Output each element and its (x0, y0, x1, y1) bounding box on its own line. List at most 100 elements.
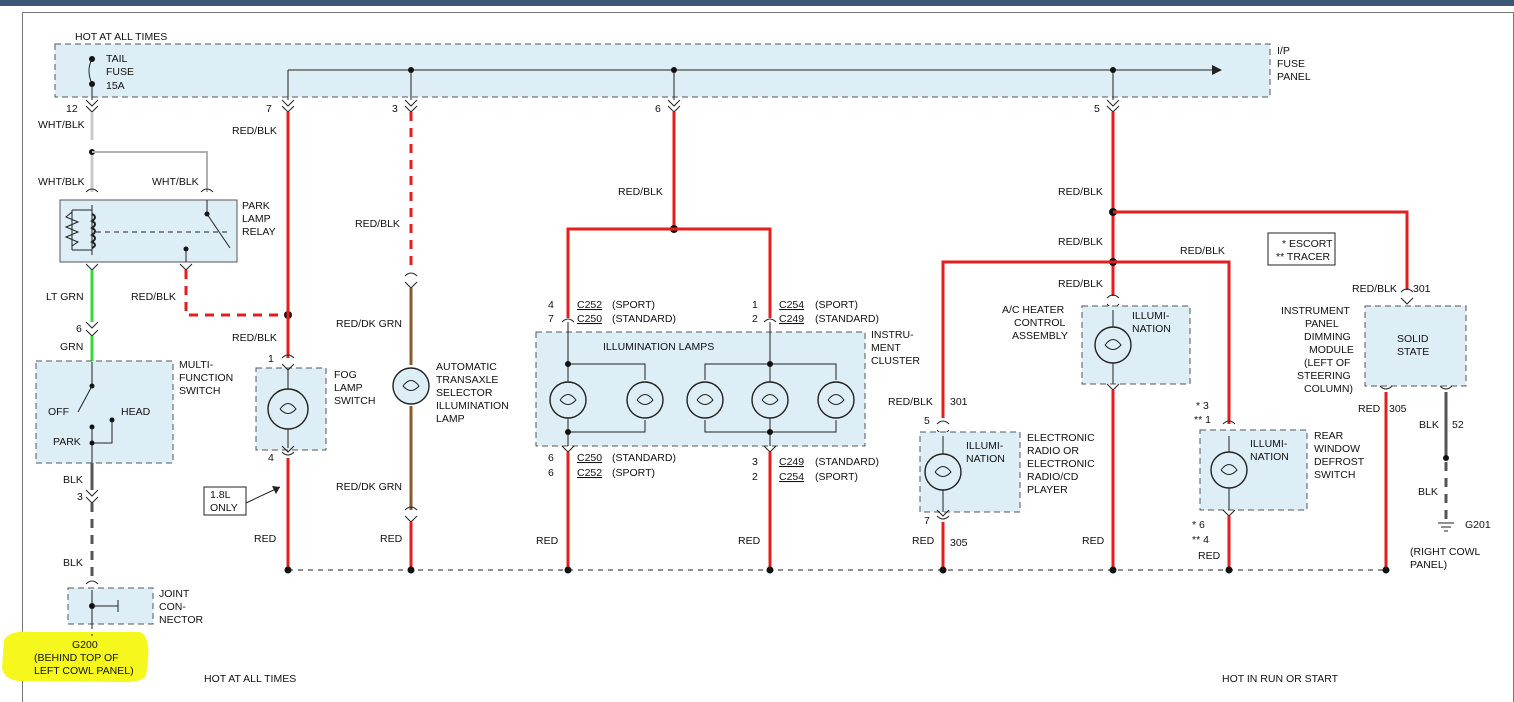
label-ac-heater: CONTROL (1014, 317, 1065, 329)
connector-label: (SPORT) (815, 299, 858, 311)
atx-lamp-icon (392, 367, 430, 405)
connector-label: (SPORT) (612, 467, 655, 479)
pin-label: 305 (1389, 403, 1407, 415)
wire-label: BLK (1418, 486, 1438, 498)
wire-label: WHT/BLK (38, 119, 85, 131)
label-solid-state: SOLID (1397, 333, 1429, 345)
connector-label: (STANDARD) (612, 452, 676, 464)
pin-label: 2 (752, 313, 758, 325)
splice (1443, 455, 1449, 461)
label-instrument-cluster: INSTRU- (871, 329, 914, 341)
wire-label: LT GRN (46, 291, 84, 303)
label-switch-park: PARK (53, 436, 81, 448)
wire-label: RED/BLK (1352, 283, 1397, 295)
defrost-lamp-icon (1210, 451, 1248, 489)
radio-lamp-icon (924, 453, 962, 491)
ic-splice (565, 429, 571, 435)
pin-label: 3 (392, 103, 398, 115)
label-radio: ELECTRONIC (1027, 432, 1095, 444)
wire-label: RED (1358, 403, 1381, 415)
pin-label: 7 (548, 313, 554, 325)
wire-label: RED (536, 535, 559, 547)
pin-label: 5 (924, 415, 930, 427)
note-arrow-icon (272, 486, 280, 494)
wire-label: BLK (63, 557, 83, 569)
ac-lamp-icon (1094, 326, 1132, 364)
connector-label: C250 (577, 452, 602, 464)
bus-splice (1110, 67, 1116, 73)
label-multi-function-switch: MULTI- (179, 359, 214, 371)
wire-label: RED/BLK (1058, 236, 1103, 248)
solid-state-box (1364, 305, 1467, 387)
label-atx-lamp: LAMP (436, 413, 465, 425)
pin-label: 6 (76, 323, 82, 335)
label-dimming-module: STEERING (1297, 370, 1351, 382)
label-multi-function-switch: SWITCH (179, 385, 220, 397)
label-illumination: ILLUMI- (1132, 310, 1170, 322)
label-hot-in-run-or-start: HOT IN RUN OR START (1222, 673, 1339, 685)
connector-icon (85, 188, 214, 193)
multi-function-switch-box (35, 360, 174, 464)
pin-label: 4 (548, 299, 554, 311)
connector-label: C254 (779, 471, 804, 483)
wire-label: RED/BLK (1180, 245, 1225, 257)
label-engine-note: 1.8L (210, 489, 231, 501)
connector-icon (936, 509, 950, 520)
wire-label: RED (738, 535, 761, 547)
connector-icon (1222, 509, 1236, 517)
label-park-lamp-relay: PARK (242, 200, 270, 212)
pin-label: * 3 (1196, 400, 1209, 412)
label-right-cowl: (RIGHT COWL (1410, 546, 1481, 558)
wire-label: RED (912, 535, 935, 547)
wire-label: RED/DK GRN (336, 481, 402, 493)
label-switch-off: OFF (48, 406, 69, 418)
pin-label: 7 (924, 515, 930, 527)
pin-label: 6 (548, 452, 554, 464)
label-illumination: ILLUMI- (1250, 438, 1288, 450)
label-fog-lamp-switch: SWITCH (334, 395, 375, 407)
connector-icon (1400, 288, 1414, 305)
pin-label: 3 (77, 491, 83, 503)
label-solid-state: STATE (1397, 346, 1429, 358)
label-radio: RADIO/CD (1027, 471, 1079, 483)
wire-label: RED/BLK (232, 125, 277, 137)
connector-label: (SPORT) (815, 471, 858, 483)
label-park-lamp-relay: RELAY (242, 226, 276, 238)
label-switch-head: HEAD (121, 406, 151, 418)
connector-icon (1379, 385, 1453, 390)
pin-label: ** 1 (1194, 414, 1211, 426)
connector-icons (85, 99, 1120, 113)
label-right-cowl: PANEL) (1410, 559, 1447, 571)
mfs-splice (89, 440, 95, 446)
label-dimming-module: INSTRUMENT (1281, 305, 1350, 317)
engine-note-box (203, 486, 247, 516)
pin-label: 301 (950, 396, 968, 408)
ic-splice (767, 429, 773, 435)
label-tail-fuse: TAIL (106, 53, 128, 65)
label-radio: PLAYER (1027, 484, 1068, 496)
relay-wire (72, 209, 92, 251)
wire-red-blk (941, 260, 1231, 424)
label-illumination: NATION (1132, 323, 1171, 335)
label-g200: LEFT COWL PANEL) (34, 665, 134, 677)
relay-switch-icon (206, 213, 231, 249)
wire-wht-blk (92, 151, 208, 192)
label-illumination: NATION (966, 453, 1005, 465)
label-instrument-cluster: CLUSTER (871, 355, 920, 367)
connector-label: C250 (577, 313, 602, 325)
connector-label: C249 (779, 456, 804, 468)
wire-label: RED (1082, 535, 1105, 547)
connector-icon (85, 580, 99, 585)
connector-icon (85, 321, 99, 337)
label-joint-connector: JOINT (159, 588, 190, 600)
pin-label: 305 (950, 537, 968, 549)
label-fog-lamp-switch: FOG (334, 369, 357, 381)
ic-wire (568, 420, 646, 433)
label-legend: * ESCORT (1282, 238, 1333, 250)
label-g200: (BEHIND TOP OF (34, 652, 119, 664)
wire-label: RED/BLK (618, 186, 663, 198)
label-engine-note: ONLY (210, 502, 238, 514)
wiring-diagram: HOT AT ALL TIMES TAIL FUSE 15A I/P FUSE … (2, 31, 1491, 685)
connector-icon (404, 272, 418, 289)
label-dimming-module: MODULE (1309, 344, 1354, 356)
